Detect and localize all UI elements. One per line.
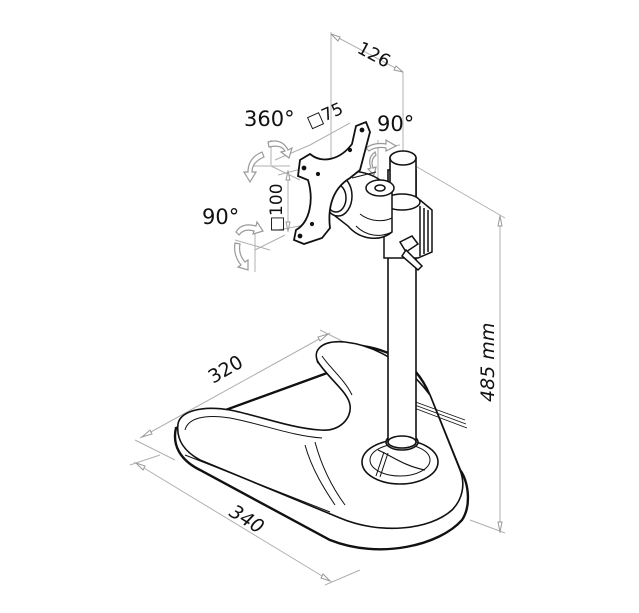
dim-100-label: □100 [267,183,287,232]
vesa-plate [292,120,371,245]
swivel-90-label: 90° [377,112,414,136]
pole-clamp [383,193,433,272]
tilt-90-label: 90° [202,205,239,229]
rotation-360-label: 360° [244,107,295,131]
dim-75-label: □75 [304,99,347,133]
dim-126-label: 126 [354,38,394,73]
dim-340-label: 340 [225,501,267,539]
rotation-arrows [234,138,398,271]
dim-485-label: 485 mm [477,323,499,402]
dimension-arrowheads [135,33,503,582]
